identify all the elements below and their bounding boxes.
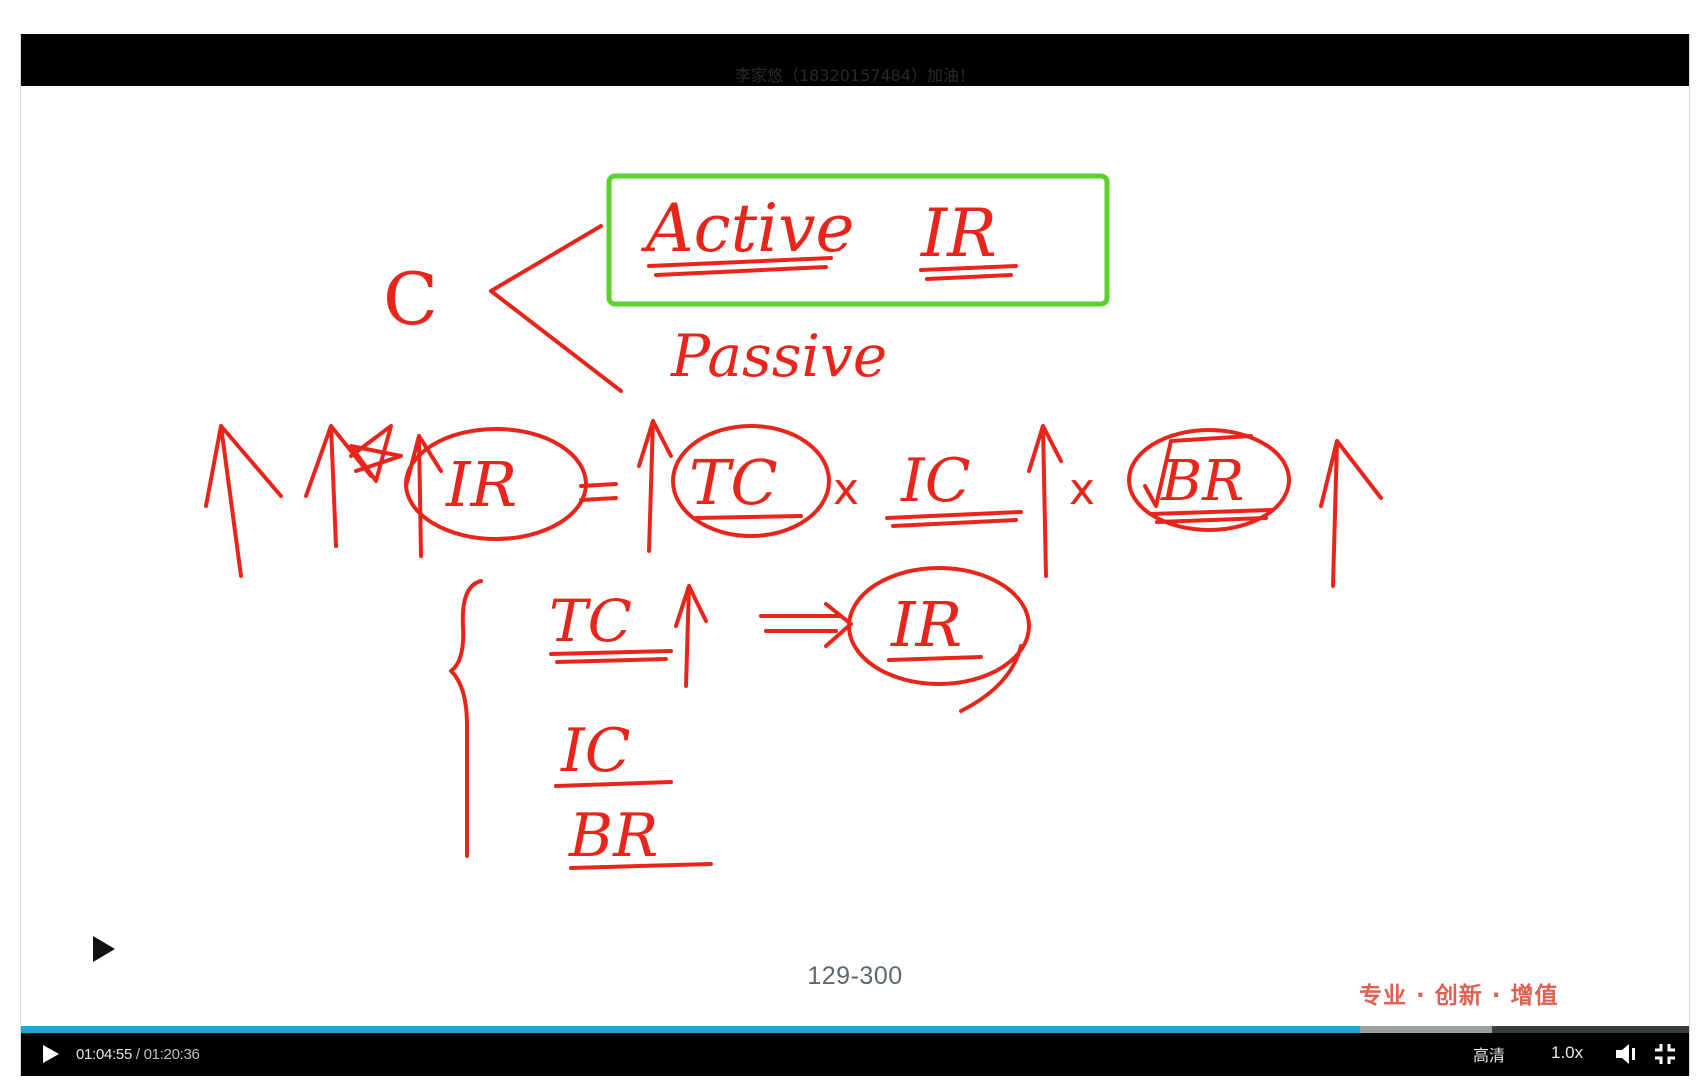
volume-icon[interactable]: [1613, 1041, 1641, 1067]
control-bar: 01:04:55 / 01:20:36 高清 1.0x: [21, 1033, 1689, 1076]
curly-brace: [449, 579, 483, 858]
whiteboard-drawing: C Active IR Passive IR: [204, 173, 1383, 871]
equation-ic: IC: [900, 446, 971, 516]
up-arrow-2: [304, 424, 373, 548]
video-frame[interactable]: C Active IR Passive IR: [21, 86, 1689, 1026]
play-triangle-icon[interactable]: [85, 932, 119, 966]
video-player[interactable]: 李家悠（18320157484）加油！ C Active IR Passive: [20, 34, 1690, 1076]
exit-fullscreen-icon[interactable]: [1653, 1042, 1677, 1066]
handwritten-active-ir: IR: [920, 195, 997, 272]
derivation-list: TC IR IC BR: [449, 566, 1031, 871]
time-display: 01:04:55 / 01:20:36: [76, 1046, 200, 1063]
duration: 01:20:36: [143, 1046, 200, 1063]
implies-arrow: [759, 602, 853, 648]
branch-upper-line: [489, 224, 603, 293]
br-underline: [1149, 508, 1273, 524]
list-br: BR: [568, 801, 658, 871]
list-tc-underline: [549, 649, 673, 664]
up-arrow-6: [1319, 439, 1383, 588]
equation-row: IR TC x IC x BR: [204, 419, 1383, 588]
handwritten-active: Active: [640, 190, 855, 267]
tc-underline: [694, 514, 803, 520]
times-sign-1: x: [833, 464, 859, 515]
equation-br: BR: [1160, 449, 1244, 514]
time-separator: /: [132, 1046, 144, 1063]
slide-number: 129-300: [807, 962, 903, 990]
brand-tagline: 专业 · 创新 · 增值: [1359, 983, 1559, 1009]
equation-ir: IR: [445, 448, 517, 521]
list-ic-underline: [554, 780, 673, 788]
play-icon[interactable]: [39, 1043, 61, 1065]
ic-underline: [885, 510, 1023, 528]
circle-tc: [671, 424, 831, 538]
handwritten-c: C: [383, 257, 438, 341]
handwritten-passive: Passive: [670, 322, 887, 390]
handwritten-c-group: C: [383, 224, 623, 393]
equation-equals: [579, 482, 618, 502]
active-ir-underline: [919, 264, 1018, 281]
br-check-mark: [1143, 434, 1253, 508]
up-arrow-4: [637, 419, 673, 553]
list-ic: IC: [560, 716, 631, 786]
circle-ir-result: [847, 566, 1031, 686]
implication-ir-underline: [887, 655, 983, 662]
times-sign-2: x: [1069, 464, 1095, 515]
list-tc: TC: [549, 587, 632, 655]
active-underline: [647, 256, 833, 277]
user-watermark: 李家悠（18320157484）加油！: [735, 66, 975, 85]
progress-played: [21, 1026, 1361, 1033]
quality-selector[interactable]: 高清: [1473, 1046, 1506, 1065]
progress-bar[interactable]: [21, 1026, 1689, 1033]
highlight-box: [606, 173, 1110, 307]
scribble-mark: [349, 424, 403, 483]
equation-tc: TC: [689, 446, 778, 519]
implication-ir: IR: [890, 588, 962, 661]
up-arrow-5: [1027, 424, 1063, 578]
branch-lower-line: [489, 289, 623, 393]
list-br-underline: [569, 862, 713, 870]
circle-ir-result-tail: [959, 644, 1023, 713]
list-tc-arrow: [674, 584, 708, 688]
speed-selector[interactable]: 1.0x: [1551, 1043, 1584, 1062]
circle-br: [1127, 428, 1291, 532]
up-arrow-1: [204, 424, 283, 578]
player-top-bar: 李家悠（18320157484）加油！: [21, 34, 1689, 86]
current-time: 01:04:55: [76, 1046, 132, 1063]
